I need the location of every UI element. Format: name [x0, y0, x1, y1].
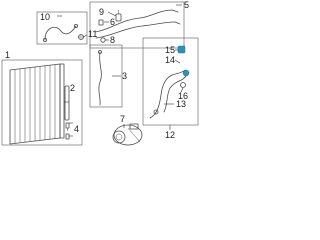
callout-11: 11 [88, 29, 97, 39]
group-box-line-3 [89, 44, 123, 108]
hose-assembly [43, 23, 79, 43]
callout-13: 13 [176, 99, 186, 109]
callout-5: 5 [184, 0, 189, 10]
pressure-switch [177, 45, 186, 54]
group-box-lines-12-16 [142, 37, 199, 126]
callout-8: 8 [110, 35, 115, 45]
line-seal [100, 37, 106, 43]
group-box-hose-10 [36, 11, 88, 45]
callout-4: 4 [74, 124, 79, 134]
drier-plug [65, 122, 70, 131]
line-fitting [182, 69, 190, 77]
discharge-line [98, 50, 102, 106]
receiver-drier [64, 85, 70, 121]
group-box-lines-5-8 [89, 1, 185, 49]
suction-line-assembly [149, 45, 190, 119]
callout-15: 15 [165, 45, 175, 55]
callout-7: 7 [120, 114, 125, 124]
callout-10: 10 [40, 12, 50, 22]
drier-plug-lower [65, 133, 70, 140]
callout-1: 1 [5, 50, 10, 60]
callout-12: 12 [165, 130, 175, 140]
valve-cap [98, 19, 104, 26]
ac-parts-diagram: 1 2 3 4 5 6 7 8 9 10 11 12 13 14 15 16 [1, 0, 199, 146]
callout-3: 3 [122, 71, 127, 81]
callout-9: 9 [99, 7, 104, 17]
group-box-condenser-1 [1, 59, 83, 146]
service-valve [115, 10, 122, 22]
callout-16: 16 [178, 91, 188, 101]
callout-2: 2 [70, 83, 75, 93]
seal-ring [78, 34, 84, 40]
condenser [9, 63, 65, 145]
line-seal-ring [180, 82, 186, 88]
callout-14: 14 [165, 55, 175, 65]
ac-lines-upper [94, 9, 181, 39]
line-clip [153, 109, 159, 115]
compressor [112, 123, 143, 146]
callout-6: 6 [110, 17, 115, 27]
